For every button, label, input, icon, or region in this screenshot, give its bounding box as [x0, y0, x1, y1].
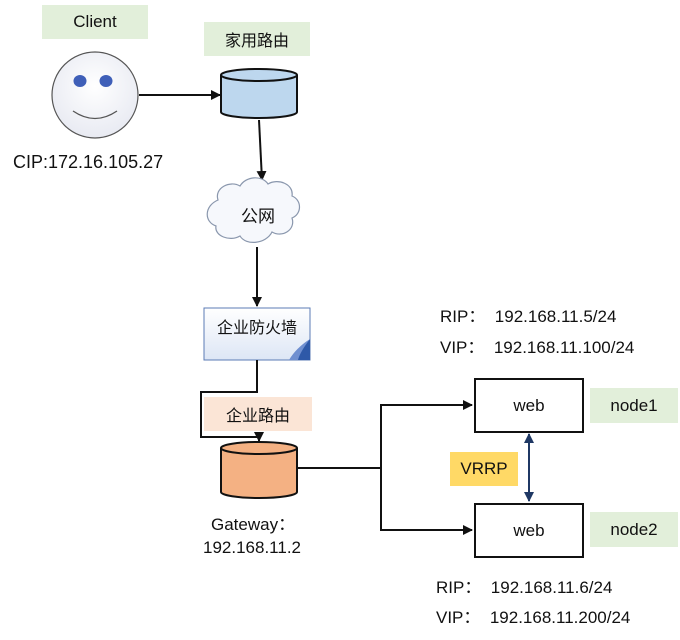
node2-web-server[interactable]: web — [474, 503, 584, 558]
vrrp-label-text: VRRP — [460, 459, 508, 478]
gateway-label: Gateway： — [211, 515, 296, 534]
client-smiley-icon — [51, 51, 139, 139]
gateway-ip: 192.168.11.2 — [203, 538, 301, 557]
client-label-text: Client — [73, 12, 117, 31]
internet-label: 公网 — [241, 206, 275, 226]
arrow-router-to-node1 — [380, 400, 473, 468]
home-router-cylinder-icon — [220, 68, 298, 119]
node1-label: node1 — [590, 388, 678, 423]
arrow-firewall-to-enterprise-router — [200, 360, 264, 442]
node2-rip: RIP： 192.168.11.6/24 — [436, 578, 613, 597]
enterprise-router-label: 企业路由 — [204, 397, 312, 431]
node1-web-server[interactable]: web — [474, 378, 584, 433]
client-ip: CIP:172.16.105.27 — [13, 152, 164, 172]
node1-rip: RIP： 192.168.11.5/24 — [440, 307, 617, 326]
client-label: Client — [42, 5, 148, 39]
node1-label-text: node1 — [610, 395, 658, 415]
firewall-label: 企业防火墙 — [216, 320, 297, 337]
node2-label-text: node2 — [610, 519, 658, 539]
node1-web-label: web — [513, 395, 545, 415]
node2-label: node2 — [590, 512, 678, 547]
home-router-label-text: 家用路由 — [224, 33, 289, 50]
enterprise-router-label-text: 企业路由 — [225, 408, 290, 425]
vrrp-label: VRRP — [450, 452, 518, 486]
home-router-label: 家用路由 — [204, 22, 310, 56]
enterprise-router-cylinder-icon — [220, 441, 298, 499]
node1-vip: VIP： 192.168.11.100/24 — [440, 338, 635, 357]
arrow-router-to-node2 — [380, 468, 473, 535]
node2-vip: VIP： 192.168.11.200/24 — [436, 608, 631, 627]
arrow-home-router-to-internet — [256, 119, 267, 181]
internet-cloud-icon — [206, 177, 301, 243]
node2-web-label: web — [513, 520, 545, 540]
